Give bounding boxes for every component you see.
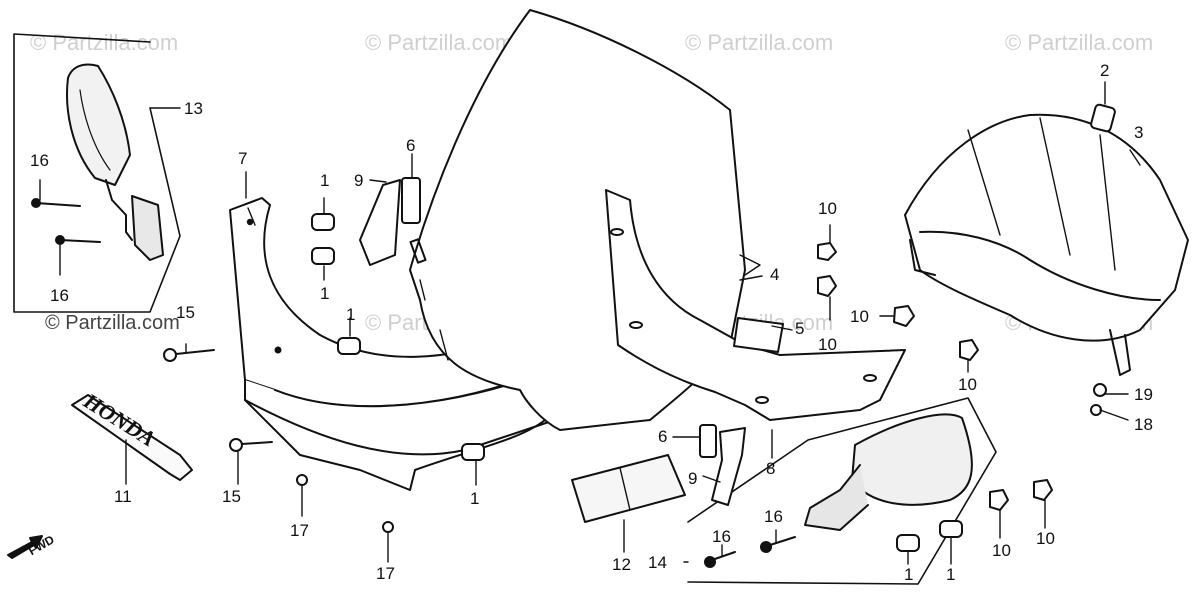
callout-16: 16: [764, 507, 783, 526]
clip-nut: [296, 474, 308, 486]
watermark: © Partzilla.com: [685, 30, 834, 55]
nut: [1093, 383, 1107, 397]
callout-15: 15: [176, 303, 195, 322]
rubber-bushing: [337, 337, 361, 355]
mount-bracket: [711, 427, 746, 506]
reflector-lens: [571, 454, 686, 523]
rubber-bushing: [1090, 103, 1116, 133]
mount-bracket: [359, 179, 401, 266]
callout-10: 10: [958, 375, 977, 394]
callout-16: 16: [50, 286, 69, 305]
caution-label: [733, 317, 784, 353]
nut: [1033, 479, 1053, 501]
callout-9: 9: [354, 171, 364, 190]
left-mirror-assembly: [13, 33, 181, 313]
callout-19: 19: [1134, 385, 1153, 404]
screw-head: [229, 438, 243, 452]
right-mirror-assembly: [687, 397, 997, 585]
callout-10: 10: [818, 335, 837, 354]
callout-5: 5: [795, 319, 805, 338]
callout-17: 17: [376, 564, 395, 583]
callout-1: 1: [320, 284, 330, 303]
callout-17: 17: [290, 521, 309, 540]
rubber-bushing: [311, 213, 335, 231]
callout-4: 4: [770, 265, 780, 284]
rubber-bushing: [461, 443, 485, 461]
callout-16: 16: [30, 151, 49, 170]
callout-9: 9: [688, 469, 698, 488]
callout-3: 3: [1134, 123, 1144, 142]
callout-1: 1: [904, 565, 914, 584]
callout-6: 6: [658, 427, 668, 446]
callout-10: 10: [850, 307, 869, 326]
nut: [817, 275, 837, 297]
nut: [959, 339, 979, 361]
nut: [893, 305, 915, 327]
callout-1: 1: [320, 171, 330, 190]
screw: [241, 441, 273, 445]
callout-16: 16: [712, 527, 731, 546]
watermark: © Partzilla.com: [365, 30, 514, 55]
nut: [817, 242, 837, 261]
screw-head: [163, 348, 177, 362]
callout-18: 18: [1134, 415, 1153, 434]
callout-10: 10: [818, 199, 837, 218]
forward-arrow-icon: [7, 535, 43, 559]
watermark: © Partzilla.com: [30, 30, 179, 55]
callout-2: 2: [1100, 61, 1110, 80]
screw: [175, 349, 215, 355]
clip-nut: [382, 521, 394, 533]
grommet: [401, 177, 421, 224]
callout-13: 13: [184, 99, 203, 118]
callout-1: 1: [946, 565, 956, 584]
callout-11: 11: [114, 487, 132, 506]
nut: [989, 489, 1009, 511]
watermark: © Partzilla.com: [1005, 30, 1154, 55]
callout-8: 8: [766, 459, 776, 478]
callout-10: 10: [1036, 529, 1055, 548]
callout-15: 15: [222, 487, 241, 506]
honda-emblem-shape: [71, 394, 193, 481]
callout-12: 12: [612, 555, 631, 574]
grommet: [699, 424, 717, 458]
callout-6: 6: [406, 136, 416, 155]
rubber-bushing: [896, 534, 920, 552]
callout-10: 10: [992, 541, 1011, 560]
rubber-bushing: [939, 520, 963, 538]
callout-7: 7: [238, 149, 248, 168]
callout-14: 14: [648, 553, 667, 572]
meter-visor: [904, 113, 1189, 376]
callout-1: 1: [470, 489, 480, 508]
inner-cowl: [605, 189, 906, 421]
callout-1: 1: [346, 305, 356, 324]
rubber-bushing: [311, 247, 335, 265]
honda-emblem-text: HONDA: [79, 388, 160, 452]
watermark-dark: © Partzilla.com: [45, 312, 180, 334]
